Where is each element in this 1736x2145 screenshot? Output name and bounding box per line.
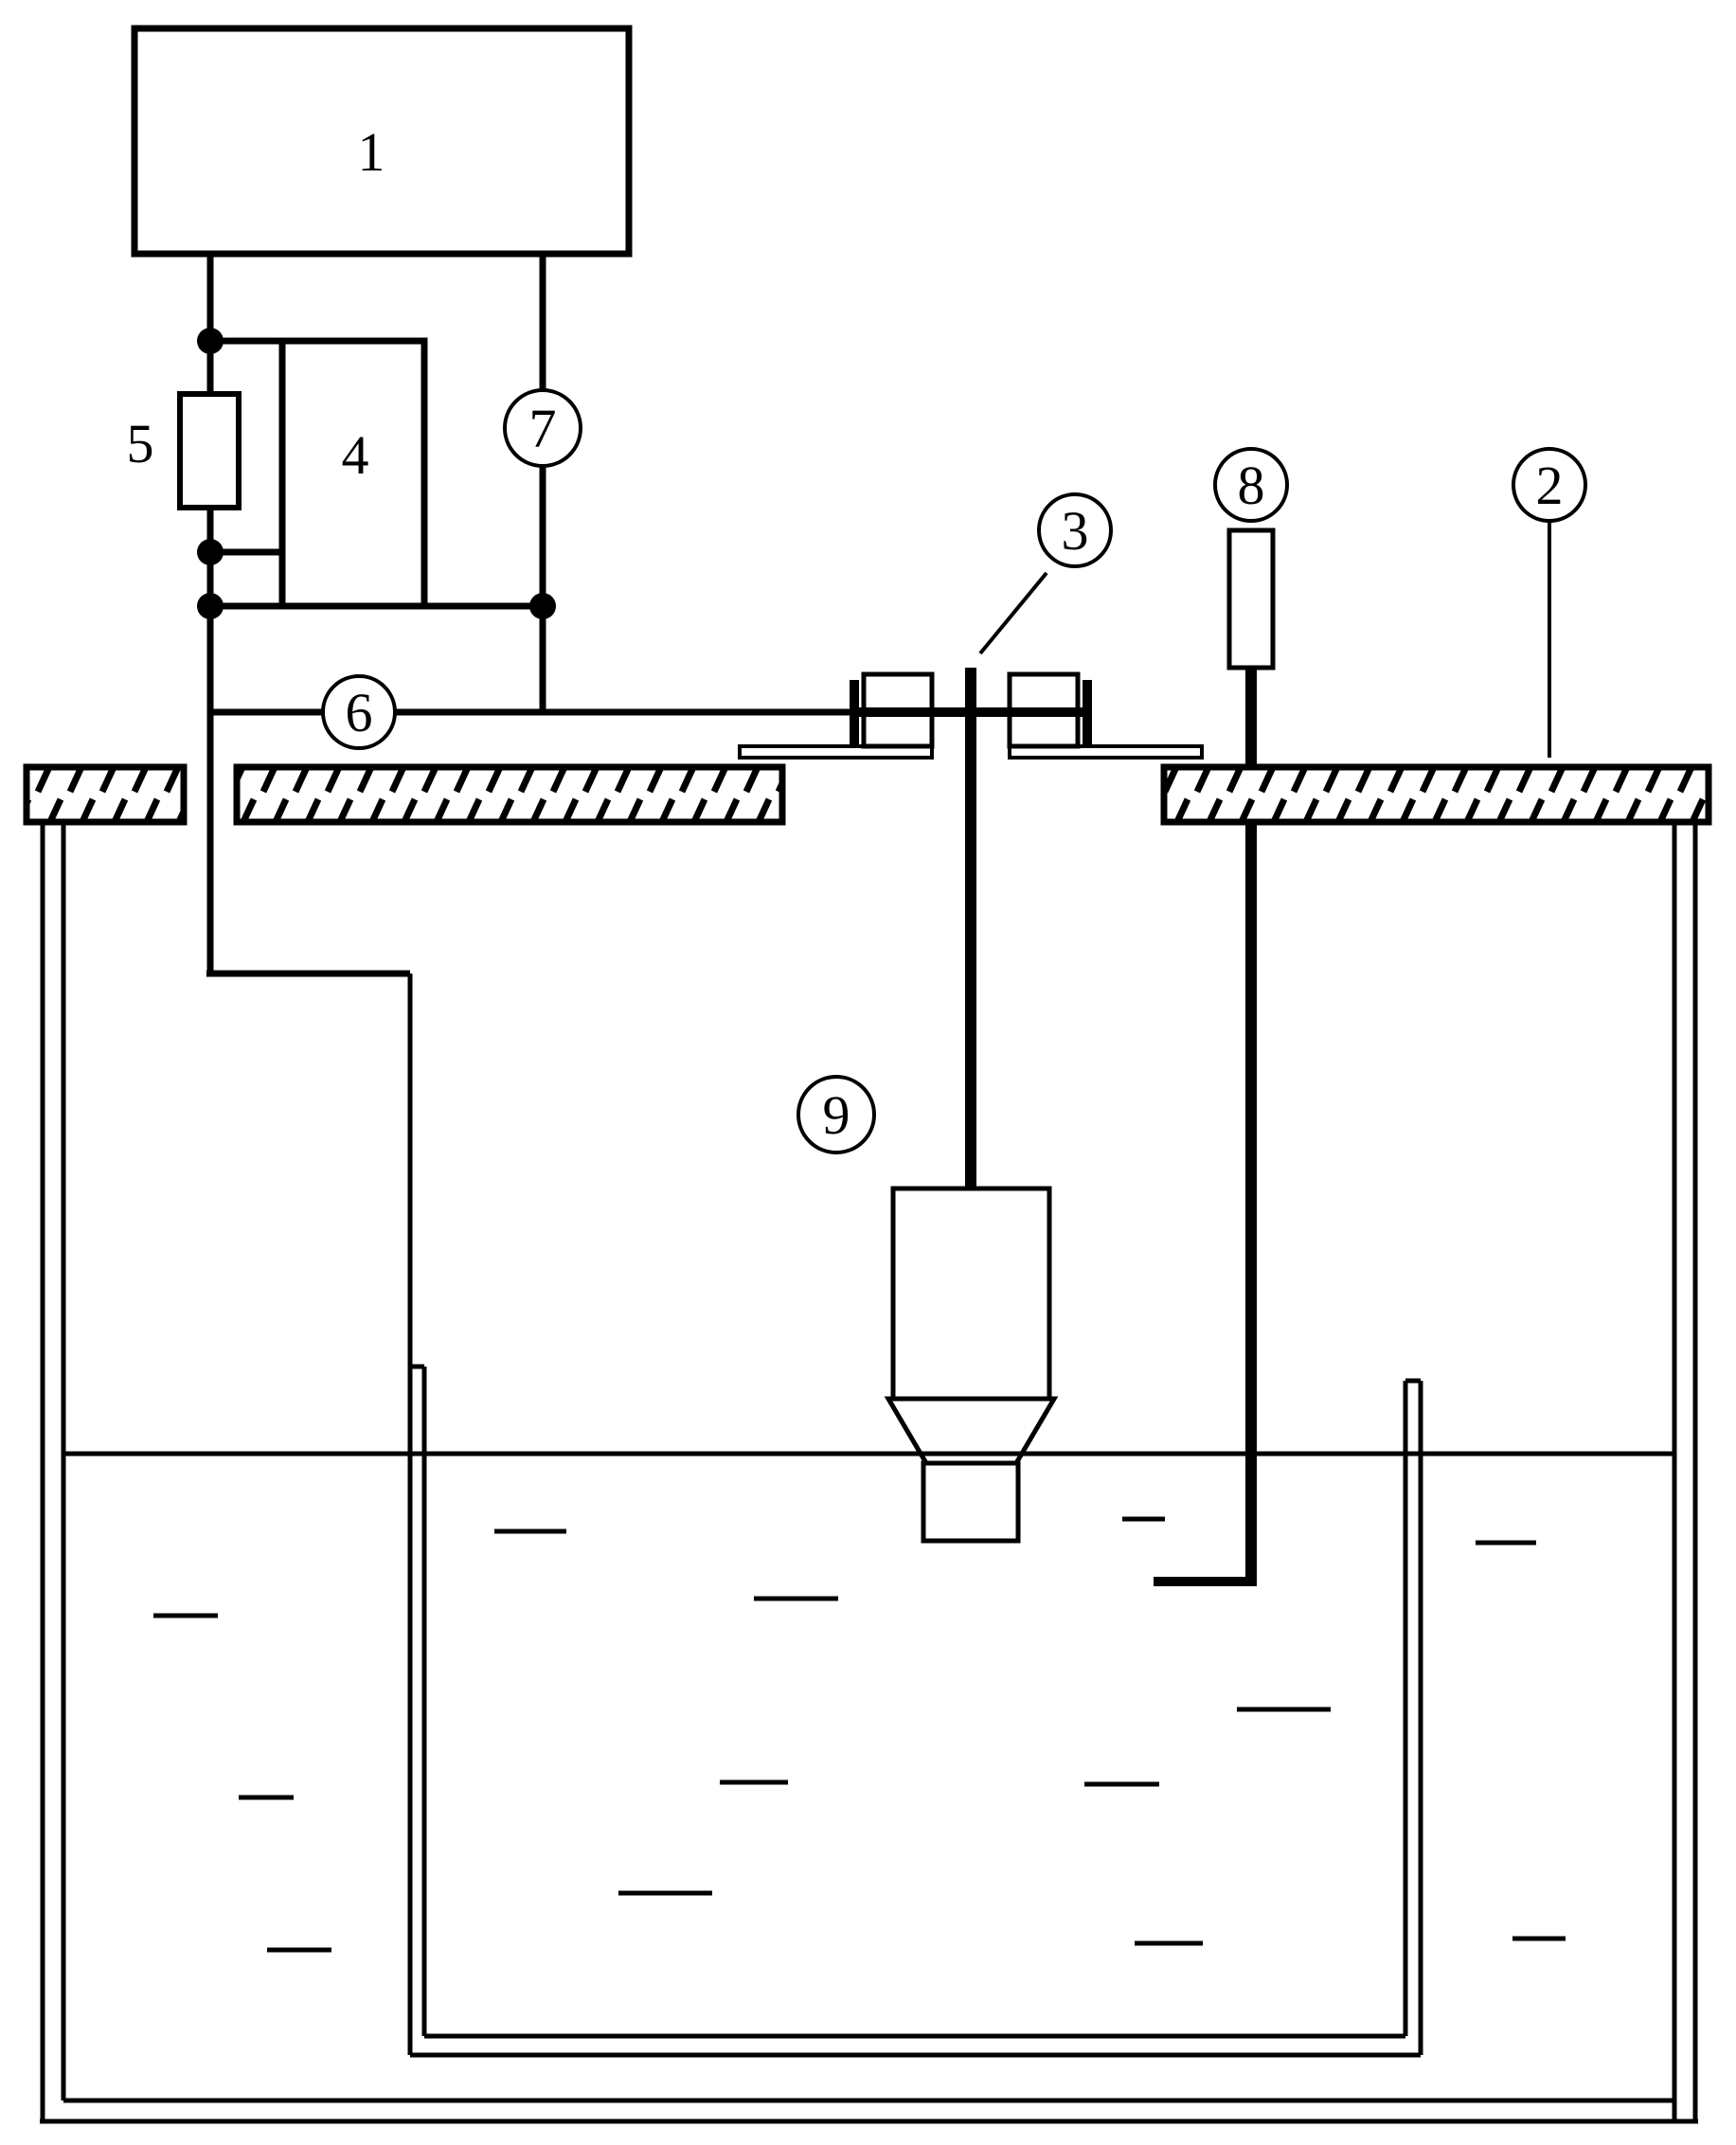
junction-dots (197, 328, 556, 619)
meter-6-circle (321, 674, 397, 750)
label-3: 3 (1062, 500, 1089, 562)
liquid-dashes (153, 1516, 1566, 1953)
resistor (177, 391, 242, 510)
label-8-circle (1213, 447, 1289, 523)
label-6: 6 (346, 682, 373, 743)
tool-head-9 (884, 1186, 1059, 1544)
inner-tank (407, 974, 1423, 2058)
lid (23, 763, 1712, 826)
label-5: 5 (127, 413, 154, 474)
label-1: 1 (358, 121, 385, 183)
power-supply-box (131, 25, 633, 258)
label-9-circle (796, 1075, 876, 1154)
outer-tank (40, 822, 1698, 2124)
label-3-circle (1037, 492, 1113, 568)
label-8: 8 (1238, 455, 1265, 516)
instrument-box-4 (278, 337, 428, 610)
rotor-assembly (738, 668, 1204, 1189)
label-9: 9 (823, 1084, 850, 1146)
label-7: 7 (529, 398, 557, 459)
meter-7-circle (503, 388, 582, 468)
label-2: 2 (1536, 455, 1564, 516)
probe-8 (1154, 527, 1276, 1586)
label-2-circle (1512, 447, 1587, 523)
leader-line-3 (978, 571, 1048, 655)
label-4: 4 (342, 424, 369, 486)
